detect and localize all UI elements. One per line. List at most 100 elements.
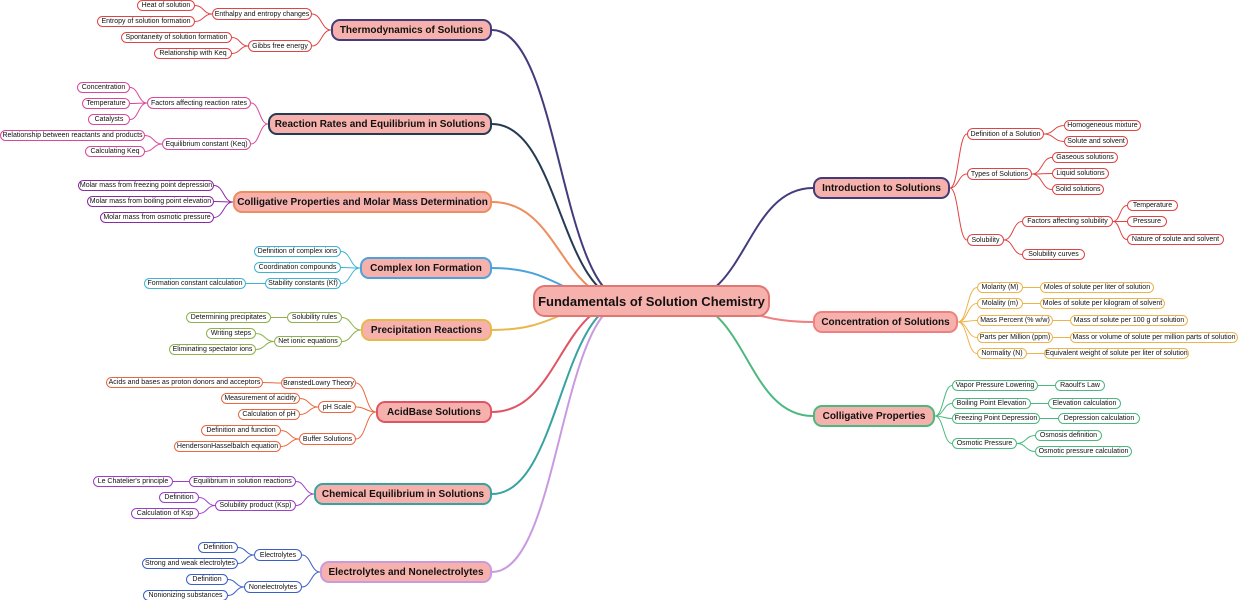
group-molarity[interactable]: Molarity (M): [977, 282, 1023, 293]
leaf-osmotic-calc[interactable]: Osmotic pressure calculation: [1035, 446, 1132, 457]
group-nonelectrolytes[interactable]: Nonelectrolytes: [244, 581, 302, 593]
leaf-raoult[interactable]: Raoult's Law: [1055, 380, 1105, 391]
group-solubility[interactable]: Solubility: [967, 234, 1004, 246]
group-keq[interactable]: Equilibrium constant (Keq): [162, 138, 251, 150]
group-definition-solution[interactable]: Definition of a Solution: [967, 128, 1044, 140]
group-boiling-point[interactable]: Boiling Point Elevation: [952, 398, 1031, 409]
leaf-mass-percent-def[interactable]: Mass of solute per 100 g of solution: [1070, 315, 1188, 326]
branch-precipitation[interactable]: Precipitation Reactions: [361, 319, 492, 341]
leaf-catalysts[interactable]: Catalysts: [88, 114, 130, 125]
group-net-ionic[interactable]: Net ionic equations: [274, 336, 342, 347]
group-normality[interactable]: Normality (N): [977, 348, 1027, 359]
connector-78: [934, 385, 953, 417]
leaf-calculation-ph[interactable]: Calculation of pH: [238, 409, 300, 420]
leaf-molality-def[interactable]: Moles of solute per kilogram of solvent: [1040, 298, 1165, 309]
leaf-spectator-ions[interactable]: Eliminating spectator ions: [169, 344, 256, 355]
group-bronsted-lowry[interactable]: BrønstedLowry Theory: [281, 377, 356, 389]
branch-acid-base[interactable]: AcidBase Solutions: [376, 401, 492, 423]
leaf-liquid[interactable]: Liquid solutions: [1052, 168, 1109, 179]
leaf-solute-solvent[interactable]: Solute and solvent: [1064, 136, 1128, 147]
leaf-heat-of-solution[interactable]: Heat of solution: [137, 0, 195, 11]
connector-25: [341, 317, 362, 331]
leaf-molar-mass-freezing[interactable]: Molar mass from freezing point depressio…: [78, 180, 214, 191]
branch-introduction[interactable]: Introduction to Solutions: [813, 177, 950, 199]
leaf-molar-mass-boiling[interactable]: Molar mass from boiling point elevation: [87, 196, 214, 207]
leaf-solid[interactable]: Solid solutions: [1052, 184, 1104, 195]
connector-43: [198, 497, 216, 506]
branch-reaction-rates[interactable]: Reaction Rates and Equilibrium in Soluti…: [268, 113, 492, 135]
leaf-depression[interactable]: Depression calculation: [1058, 413, 1140, 424]
connector-0: [491, 29, 629, 302]
leaf-concentration[interactable]: Concentration: [77, 82, 130, 93]
leaf-ppm-def[interactable]: Mass or volume of solute per million par…: [1070, 332, 1238, 343]
leaf-sub-pressure[interactable]: Pressure: [1127, 216, 1167, 227]
group-enthalpy-entropy[interactable]: Enthalpy and entropy changes: [212, 8, 312, 20]
leaf-nonionizing[interactable]: Nonionizing substances: [143, 590, 228, 600]
leaf-normality-def[interactable]: Equivalent weight of solute per liter of…: [1044, 348, 1189, 359]
connector-13: [144, 135, 163, 145]
branch-colligative-molar-mass[interactable]: Colligative Properties and Molar Mass De…: [233, 191, 492, 213]
leaf-molarity-def[interactable]: Moles of solute per liter of solution: [1040, 282, 1154, 293]
group-ph-scale[interactable]: pH Scale: [318, 401, 356, 413]
leaf-molar-mass-osmotic[interactable]: Molar mass from osmotic pressure: [100, 212, 214, 223]
group-electrolytes[interactable]: Electrolytes: [254, 549, 302, 561]
leaf-coordination-compounds[interactable]: Coordination compounds: [254, 262, 341, 273]
connector-67: [957, 287, 978, 323]
leaf-electrolytes-definition[interactable]: Definition: [198, 542, 238, 553]
leaf-temperature[interactable]: Temperature: [82, 98, 130, 109]
leaf-relationship-keq[interactable]: Relationship with Keq: [154, 48, 232, 59]
leaf-definition-complex-ions[interactable]: Definition of complex ions: [254, 246, 341, 257]
leaf-nonelectrolytes-definition[interactable]: Definition: [186, 574, 228, 585]
leaf-homogeneous[interactable]: Homogeneous mixture: [1064, 120, 1141, 131]
leaf-buffer-definition[interactable]: Definition and function: [201, 425, 281, 436]
leaf-entropy-formation[interactable]: Entropy of solution formation: [97, 16, 195, 27]
connector-51: [227, 586, 245, 596]
leaf-proton-donors[interactable]: Acids and bases as proton donors and acc…: [106, 377, 263, 388]
leaf-spontaneity[interactable]: Spontaneity of solution formation: [121, 32, 232, 43]
group-solubility-rules[interactable]: Solubility rules: [287, 312, 342, 323]
leaf-measurement-acidity[interactable]: Measurement of acidity: [221, 393, 300, 404]
group-equilibrium-reactions[interactable]: Equilibrium in solution reactions: [189, 476, 296, 487]
leaf-calculating-keq[interactable]: Calculating Keq: [85, 146, 145, 157]
leaf-strong-weak[interactable]: Strong and weak electrolytes: [142, 558, 238, 569]
leaf-solubility-curves[interactable]: Solubility curves: [1022, 249, 1085, 260]
group-vapor-pressure[interactable]: Vapor Pressure Lowering: [952, 380, 1038, 391]
leaf-elevation[interactable]: Elevation calculation: [1048, 398, 1121, 409]
branch-chemical-equilibrium[interactable]: Chemical Equilibrium in Solutions: [314, 483, 492, 505]
leaf-sub-temperature[interactable]: Temperature: [1127, 200, 1178, 211]
group-mass-percent[interactable]: Mass Percent (% w/w): [977, 315, 1053, 326]
leaf-reactants-products[interactable]: Relationship between reactants and produ…: [0, 130, 145, 141]
leaf-sub-nature[interactable]: Nature of solute and solvent: [1127, 234, 1224, 245]
branch-concentration[interactable]: Concentration of Solutions: [813, 311, 958, 333]
connector-63: [1112, 205, 1128, 222]
branch-thermodynamics[interactable]: Thermodynamics of Solutions: [331, 19, 492, 41]
group-types-solutions[interactable]: Types of Solutions: [967, 168, 1032, 180]
leaf-determining-precipitates[interactable]: Determining precipitates: [186, 312, 271, 323]
group-freezing-point[interactable]: Freezing Point Depression: [952, 413, 1040, 424]
group-molality[interactable]: Molality (m): [977, 298, 1023, 309]
root-node[interactable]: Fundamentals of Solution Chemistry: [533, 285, 770, 317]
leaf-ksp-definition[interactable]: Definition: [159, 492, 199, 503]
group-stability-constants[interactable]: Stability constants (Kf): [265, 278, 341, 289]
branch-colligative[interactable]: Colligative Properties: [813, 405, 935, 427]
leaf-gaseous[interactable]: Gaseous solutions: [1052, 152, 1118, 163]
group-ksp[interactable]: Solubility product (Ksp): [215, 500, 296, 511]
branch-complex-ion[interactable]: Complex Ion Formation: [360, 257, 492, 279]
leaf-henderson[interactable]: HendersonHasselbalch equation: [174, 441, 281, 452]
leaf-calculation-ksp[interactable]: Calculation of Ksp: [131, 508, 199, 519]
group-ppm[interactable]: Parts per Million (ppm): [977, 332, 1053, 343]
leaf-le-chatelier[interactable]: Le Chatelier's principle: [93, 476, 173, 487]
leaf-factors-solubility[interactable]: Factors affecting solubility: [1022, 216, 1113, 227]
connector-57: [1031, 157, 1053, 175]
group-factors-rates[interactable]: Factors affecting reaction rates: [147, 97, 251, 109]
group-buffer-solutions[interactable]: Buffer Solutions: [299, 433, 356, 445]
leaf-formation-constant[interactable]: Formation constant calculation: [144, 278, 246, 289]
connector-8: [250, 102, 269, 125]
branch-electrolytes[interactable]: Electrolytes and Nonelectrolytes: [320, 561, 492, 583]
leaf-osmosis-def[interactable]: Osmosis definition: [1035, 430, 1102, 441]
group-gibbs[interactable]: Gibbs free energy: [248, 40, 312, 52]
group-osmotic-pressure[interactable]: Osmotic Pressure: [952, 438, 1017, 449]
leaf-writing-steps[interactable]: Writing steps: [206, 328, 256, 339]
connector-54: [1043, 125, 1065, 135]
